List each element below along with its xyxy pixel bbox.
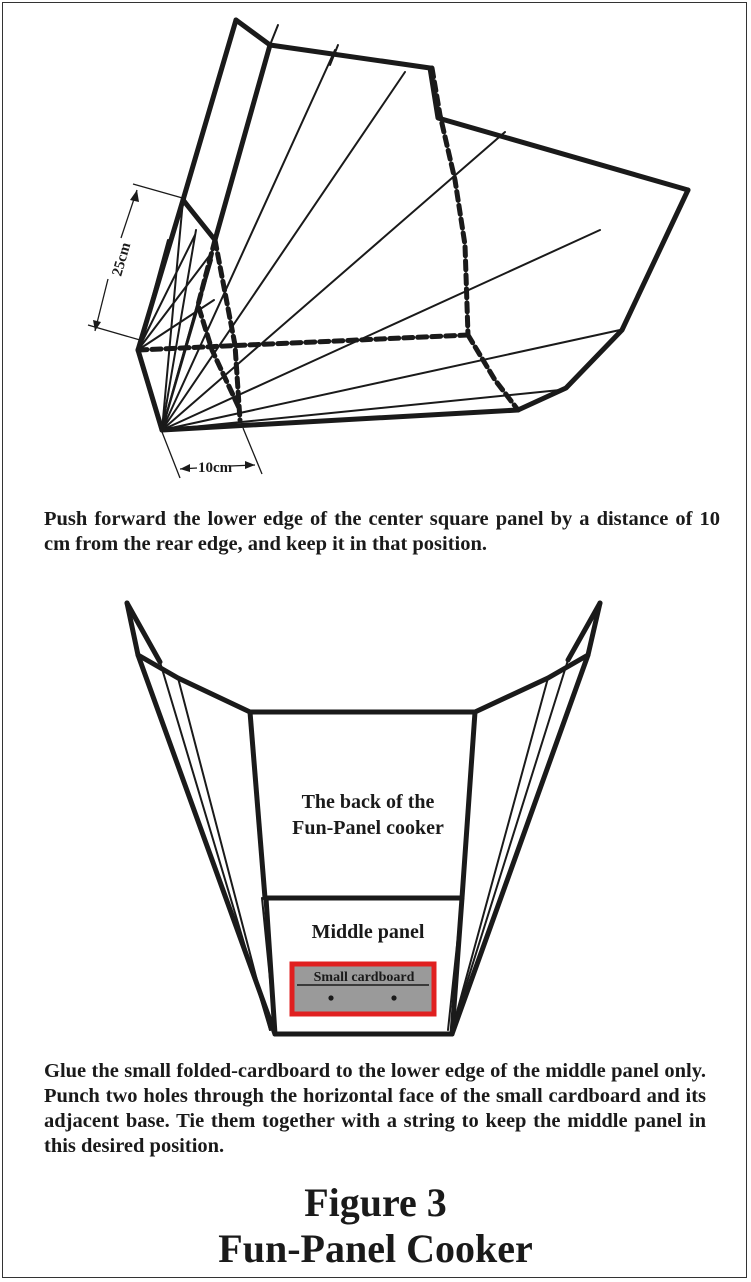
top-diagram: 25cm 10cm (87, 17, 691, 479)
fold-lines (135, 65, 521, 423)
bottom-diagram: Small cardboard The back of the Fun-Pane… (124, 600, 603, 1037)
cooker-back-outline (124, 600, 603, 1037)
hole-left (328, 995, 334, 1001)
hole-right (391, 995, 397, 1001)
dimension-10cm-label: 10cm (198, 460, 233, 476)
middle-panel-label: Middle panel (312, 921, 425, 943)
small-cardboard-label: Small cardboard (314, 970, 415, 985)
bottom-caption-text: Glue the small folded-cardboard to the l… (44, 1060, 706, 1157)
back-label-line2: Fun-Panel cooker (292, 817, 444, 839)
bottom-caption: Glue the small folded-cardboard to the l… (44, 1059, 706, 1159)
figure-number: Figure 3 (304, 1180, 447, 1225)
dimension-10cm: 10cm (161, 427, 263, 479)
top-caption: Push forward the lower edge of the cente… (44, 508, 720, 555)
small-cardboard: Small cardboard (289, 961, 437, 1017)
back-label-line1: The back of the (302, 791, 435, 813)
cooker-outline (135, 17, 691, 433)
figure-name: Fun-Panel Cooker (218, 1226, 533, 1271)
